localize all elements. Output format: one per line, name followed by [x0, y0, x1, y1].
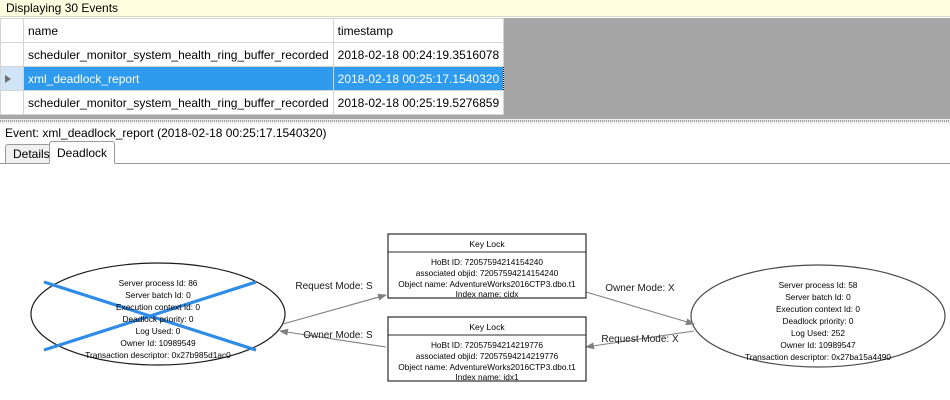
tab-deadlock[interactable]: Deadlock [49, 141, 116, 164]
key-lock-top-line-2: Object name: AdventureWorks2016CTP3.dbo.… [398, 279, 576, 289]
events-grid[interactable]: name timestamp scheduler_monitor_system_… [0, 18, 505, 115]
process-right-line-2: Execution context Id: 0 [776, 304, 860, 314]
process-left-line-6: Transaction descriptor: 0x27b985d1ac0 [85, 350, 231, 360]
event-detail-header-text: Event: xml_deadlock_report (2018-02-18 0… [5, 125, 327, 140]
process-left-line-2: Execution context Id: 0 [116, 302, 200, 312]
resource-node-key-lock-bottom[interactable]: Key Lock HoBt ID: 72057594214219776 asso… [387, 316, 587, 382]
events-grid-header-row: name timestamp [0, 18, 505, 43]
row-selector-cell[interactable] [0, 66, 24, 91]
edge-right-owner-top: Owner Mode: X [585, 283, 695, 326]
resource-node-key-lock-top[interactable]: Key Lock HoBt ID: 72057594214154240 asso… [387, 233, 587, 299]
process-right-line-6: Transaction descriptor: 0x27ba15a4490 [745, 352, 891, 362]
process-node-left[interactable]: Server process Id: 86 Server batch Id: 0… [30, 262, 286, 366]
key-lock-bottom-line-2: Object name: AdventureWorks2016CTP3.dbo.… [398, 362, 576, 372]
key-lock-top-line-1: associated objid: 72057594214154240 [416, 268, 559, 278]
column-header-timestamp[interactable]: timestamp [332, 18, 505, 43]
process-node-right-shape[interactable] [690, 264, 946, 368]
column-header-name[interactable]: name [23, 18, 334, 43]
edge-left-request-top-label: Request Mode: S [295, 281, 373, 292]
table-row[interactable]: scheduler_monitor_system_health_ring_buf… [0, 42, 505, 67]
key-lock-top-shape[interactable] [387, 233, 587, 299]
cell-timestamp[interactable]: 2018-02-18 00:25:19.5276859 [332, 90, 505, 115]
cell-timestamp[interactable]: 2018-02-18 00:24:19.3516078 [332, 42, 505, 67]
tab-details[interactable]: Details [5, 144, 58, 163]
process-right-line-5: Owner Id: 10989547 [780, 340, 856, 350]
edge-bottom-request-right-label: Request Mode: X [601, 334, 679, 345]
key-lock-bottom-shape[interactable] [387, 316, 587, 382]
edge-right-owner-top-label: Owner Mode: X [605, 283, 675, 294]
process-right-line-4: Log Used: 252 [791, 328, 845, 338]
key-lock-bottom-line-3: Index name: idx1 [455, 372, 519, 382]
tab-details-label: Details [13, 147, 50, 161]
process-right-line-3: Deadlock priority: 0 [782, 316, 853, 326]
key-lock-bottom-line-1: associated objid: 72057594214219776 [416, 351, 559, 361]
status-banner-text: Displaying 30 Events [6, 1, 119, 15]
status-banner: Displaying 30 Events [0, 0, 950, 17]
row-selector-cell[interactable] [0, 90, 24, 115]
key-lock-top-title: Key Lock [469, 239, 505, 249]
current-row-arrow-icon [5, 75, 11, 84]
key-lock-top-line-3: Index name: cidx [456, 289, 520, 299]
edge-bottom-owner-left-label: Owner Mode: S [303, 330, 373, 341]
edge-bottom-owner-left: Owner Mode: S [279, 328, 387, 348]
process-left-line-0: Server process Id: 86 [119, 278, 198, 288]
edge-left-request-top: Request Mode: S [282, 281, 387, 325]
process-left-line-5: Owner Id: 10989549 [120, 338, 196, 348]
row-selector-cell[interactable] [0, 42, 24, 67]
process-left-line-3: Deadlock priority: 0 [122, 314, 193, 324]
deadlock-graph-canvas[interactable]: Server process Id: 86 Server batch Id: 0… [0, 163, 950, 400]
table-row[interactable]: scheduler_monitor_system_health_ring_buf… [0, 90, 505, 115]
tab-deadlock-label: Deadlock [57, 145, 108, 160]
table-row[interactable]: xml_deadlock_report 2018-02-18 00:25:17.… [0, 66, 505, 91]
cell-name[interactable]: scheduler_monitor_system_health_ring_buf… [23, 90, 334, 115]
cell-name[interactable]: scheduler_monitor_system_health_ring_buf… [23, 42, 334, 67]
victim-cross-icon [43, 280, 257, 352]
key-lock-bottom-line-0: HoBt ID: 72057594214219776 [431, 340, 543, 350]
process-right-line-0: Server process Id: 58 [779, 280, 858, 290]
horizontal-splitter[interactable] [0, 119, 950, 124]
cell-name[interactable]: xml_deadlock_report [23, 66, 334, 91]
cell-timestamp[interactable]: 2018-02-18 00:25:17.1540320 [332, 66, 505, 91]
process-right-line-1: Server batch Id: 0 [785, 292, 851, 302]
column-header-selector[interactable] [0, 18, 24, 43]
process-left-line-1: Server batch Id: 0 [125, 290, 191, 300]
key-lock-bottom-title: Key Lock [469, 322, 505, 332]
detail-tabstrip: Details Deadlock [0, 141, 950, 164]
key-lock-top-line-0: HoBt ID: 72057594214154240 [431, 257, 543, 267]
event-detail-header: Event: xml_deadlock_report (2018-02-18 0… [0, 124, 950, 141]
process-left-line-4: Log Used: 0 [136, 326, 181, 336]
edge-bottom-request-right: Request Mode: X [585, 330, 695, 350]
process-node-right[interactable]: Server process Id: 58 Server batch Id: 0… [690, 264, 946, 368]
events-grid-container[interactable]: name timestamp scheduler_monitor_system_… [0, 18, 950, 119]
